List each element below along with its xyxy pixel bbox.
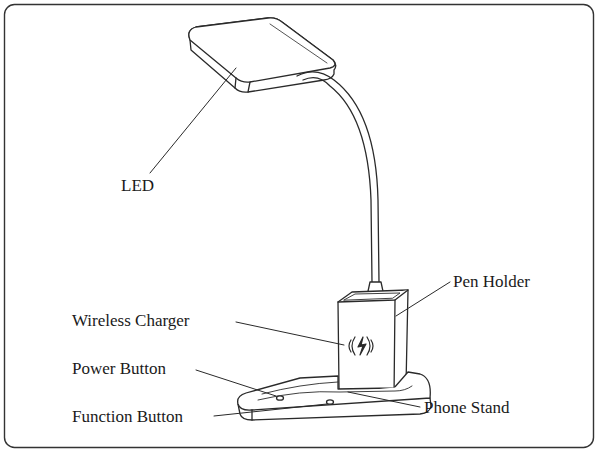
wireless-icon (349, 337, 373, 355)
pen-holder (338, 290, 408, 398)
lamp-head (189, 18, 336, 92)
leader-line (348, 392, 420, 407)
gooseneck (297, 72, 384, 296)
part-label: Wireless Charger (72, 311, 190, 331)
part-label: Phone Stand (424, 398, 509, 418)
part-label: Pen Holder (453, 272, 530, 292)
leader-line (196, 370, 276, 396)
leader-line (214, 404, 327, 416)
leader-line (236, 322, 344, 345)
leader-line (396, 282, 450, 316)
part-label: Power Button (72, 359, 166, 379)
leader-line (150, 68, 236, 173)
frame (5, 5, 594, 448)
part-label: LED (121, 176, 154, 196)
function-button (327, 400, 334, 404)
part-label: Function Button (72, 407, 183, 427)
leader-lines (150, 68, 450, 416)
base (238, 372, 431, 420)
power-button (277, 396, 284, 400)
